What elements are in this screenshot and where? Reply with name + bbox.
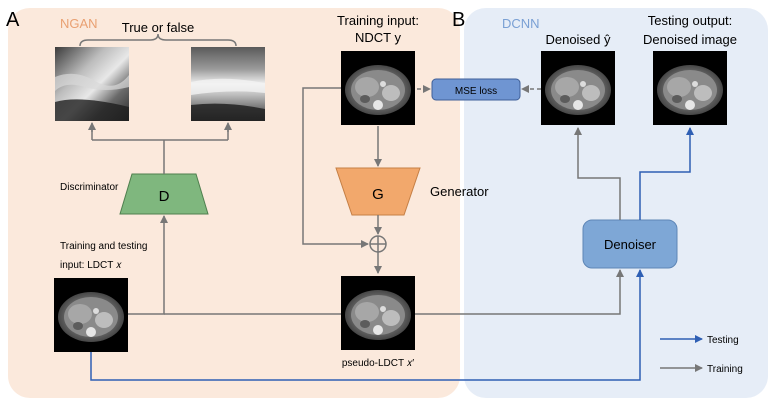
ndct-image xyxy=(341,51,415,125)
arrow-denoiser-to-yhat xyxy=(574,127,621,220)
discriminator-symbol: D xyxy=(159,188,170,205)
arrow-d-to-patches xyxy=(91,124,229,174)
sum-node-cross xyxy=(370,236,386,252)
denoiser-block xyxy=(582,219,678,269)
training-input-label-line1: Training input: xyxy=(337,13,419,28)
generator-symbol: G xyxy=(372,186,384,203)
true-or-false-label: True or false xyxy=(122,20,195,35)
fake-patch-image xyxy=(191,47,265,121)
legend-testing-label: Testing xyxy=(707,335,739,346)
real-patch-image xyxy=(55,47,129,121)
legend-training-label: Training xyxy=(707,364,743,375)
arrow-denoiser-to-output xyxy=(639,127,694,220)
panel-b-letter: B xyxy=(452,9,465,31)
skip-connection-to-sum xyxy=(302,87,369,248)
denoiser-label: Denoiser xyxy=(604,237,657,252)
ldct-input-label-line2: input: LDCT 𝑥 xyxy=(60,260,122,271)
generator-label: Generator xyxy=(430,184,489,199)
denoised-yhat-image xyxy=(541,51,615,125)
ldct-input-label-line1: Training and testing xyxy=(60,241,147,252)
testing-output-label-line1: Testing output: xyxy=(648,13,733,28)
pseudo-ldct-label: pseudo-LDCT 𝑥′ xyxy=(342,358,414,369)
mse-loss-box xyxy=(431,78,521,101)
panel-a-letter: A xyxy=(6,9,20,31)
mse-loss-label: MSE loss xyxy=(455,86,497,97)
testing-output-image xyxy=(653,51,727,125)
true-or-false-brace xyxy=(79,33,237,47)
pseudo-ldct-image xyxy=(341,276,415,350)
ldct-input-image xyxy=(54,278,128,352)
generator-block xyxy=(335,167,421,216)
discriminator-block xyxy=(119,173,209,215)
pseudo-ldct-to-denoiser xyxy=(415,269,624,315)
denoised-yhat-label: Denoised ŷ xyxy=(545,32,611,47)
panel-a-title: NGAN xyxy=(60,16,98,31)
testing-output-label-line2: Denoised image xyxy=(643,32,737,47)
panel-b-title: DCNN xyxy=(502,16,540,31)
training-input-label-line2: NDCT y xyxy=(355,30,401,45)
discriminator-label: Discriminator xyxy=(60,182,119,193)
ldct-to-denoiser-testing xyxy=(90,269,644,381)
